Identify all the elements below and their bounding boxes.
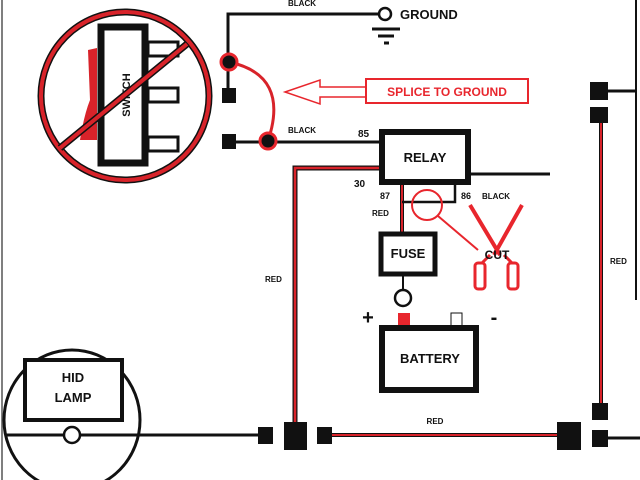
- fuse-label: FUSE: [391, 246, 426, 261]
- connector: [258, 427, 273, 444]
- black-wire-top: [226, 12, 378, 95]
- connector: [592, 403, 608, 420]
- fuse-box: [378, 231, 438, 277]
- connector: [222, 88, 236, 103]
- red-bottom-label: RED: [427, 417, 444, 426]
- connector: [590, 82, 608, 100]
- red-87-label: RED: [372, 209, 389, 218]
- splice-jumper: [228, 60, 276, 142]
- splice-point: [258, 131, 278, 151]
- connector: [590, 107, 608, 123]
- arrow-left-icon: [282, 78, 367, 106]
- hid-ballast-box: [23, 358, 124, 422]
- connector: [317, 427, 332, 444]
- black-mid-label: BLACK: [288, 126, 316, 135]
- connector: [592, 430, 608, 447]
- minus-label: -: [491, 307, 498, 329]
- cut-label: CUT: [485, 248, 510, 262]
- connector: [284, 422, 307, 450]
- magnifier-icon: [411, 189, 479, 251]
- black-top-label: BLACK: [288, 0, 316, 8]
- switch-crossed-out-icon: SWITCH: [37, 8, 213, 184]
- battery-label: BATTERY: [400, 351, 460, 366]
- ground-label: GROUND: [400, 7, 458, 22]
- red-right-label: RED: [610, 257, 627, 266]
- lamp-socket: [62, 425, 82, 445]
- splice-label: SPLICE TO GROUND: [387, 85, 507, 99]
- battery-box: [379, 325, 479, 393]
- connector: [557, 422, 581, 450]
- splice-callout: [365, 78, 529, 104]
- pin-85-label: 85: [358, 129, 370, 140]
- pin-86-label: 86: [461, 191, 471, 201]
- ground-symbol-icon: [372, 27, 400, 45]
- battery-clamp: [393, 288, 413, 308]
- pin-30-label: 30: [354, 179, 366, 190]
- red-left-label: RED: [265, 275, 282, 284]
- relay-box: [379, 129, 471, 185]
- pin-87-label: 87: [380, 191, 390, 201]
- positive-terminal: [398, 313, 410, 326]
- negative-terminal: [450, 312, 463, 327]
- lamp-label: LAMP: [55, 390, 92, 405]
- hid-label: HID: [62, 370, 84, 385]
- connector: [222, 134, 236, 149]
- relay-label: RELAY: [404, 150, 447, 165]
- ground-terminal: [377, 6, 393, 22]
- red-wire-30: [292, 165, 381, 436]
- black-wire-86: [402, 185, 457, 204]
- plus-label: +: [362, 307, 374, 329]
- scissors-icon: [468, 203, 524, 291]
- black-86-label: BLACK: [482, 192, 510, 201]
- splice-point: [219, 52, 239, 72]
